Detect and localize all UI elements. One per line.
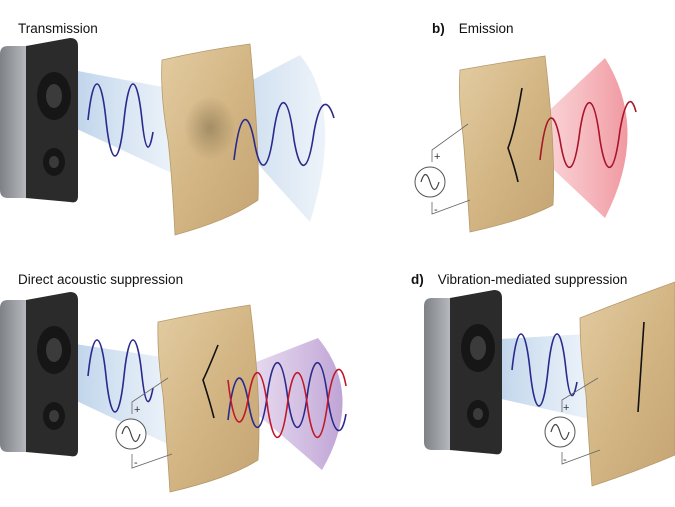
actuator-line bbox=[202, 344, 219, 419]
speaker-icon bbox=[0, 292, 78, 457]
minus-sign: - bbox=[434, 204, 438, 216]
emitted-wave bbox=[539, 100, 637, 169]
incident-wave bbox=[87, 83, 154, 157]
panel-letter: b) bbox=[432, 21, 445, 36]
wire bbox=[131, 377, 173, 469]
panel-title-text: Direct acoustic suppression bbox=[18, 272, 184, 287]
panel-d-title: d) Vibration-mediated suppression bbox=[411, 272, 627, 288]
panel-title-text: Emission bbox=[458, 21, 514, 36]
panel-title-text: Transmission bbox=[18, 21, 98, 36]
plus-sign: + bbox=[134, 404, 140, 416]
panel-b: + - bbox=[414, 55, 637, 233]
fabric-spot bbox=[184, 96, 236, 160]
speaker-icon bbox=[424, 290, 502, 455]
panel-title-text: Vibration-mediated suppression bbox=[437, 272, 628, 287]
panel-d: + - bbox=[424, 281, 675, 487]
speaker-icon bbox=[0, 38, 78, 203]
actuator-line bbox=[637, 321, 645, 413]
incident-beam bbox=[484, 334, 594, 420]
incident-beam bbox=[62, 342, 176, 448]
minus-sign: - bbox=[134, 457, 138, 469]
actuator-line bbox=[507, 87, 523, 183]
panel-a bbox=[0, 38, 335, 236]
fabric-panel-icon bbox=[579, 281, 675, 487]
ac-source-icon bbox=[414, 166, 446, 198]
panel-b-title: b) Emission bbox=[432, 21, 514, 37]
ac-source-icon bbox=[115, 418, 147, 450]
plus-sign: + bbox=[563, 402, 569, 414]
panel-c: + - bbox=[0, 292, 347, 493]
panel-c-title: Direct acoustic suppression bbox=[18, 272, 183, 288]
incident-wave bbox=[87, 339, 154, 413]
wire bbox=[431, 123, 471, 215]
plus-sign: + bbox=[434, 151, 440, 163]
minus-sign: - bbox=[563, 454, 567, 466]
fabric-panel-icon bbox=[459, 55, 555, 233]
transmitted-wave bbox=[233, 101, 335, 167]
ac-source-icon bbox=[544, 416, 576, 448]
emitted-beam bbox=[520, 58, 628, 218]
anti-phase-wave bbox=[227, 368, 347, 439]
incident-beam bbox=[62, 68, 178, 176]
panel-letter: d) bbox=[411, 272, 424, 287]
incident-wave bbox=[511, 333, 578, 407]
panel-a-title: Transmission bbox=[18, 21, 98, 37]
wire bbox=[561, 377, 601, 465]
